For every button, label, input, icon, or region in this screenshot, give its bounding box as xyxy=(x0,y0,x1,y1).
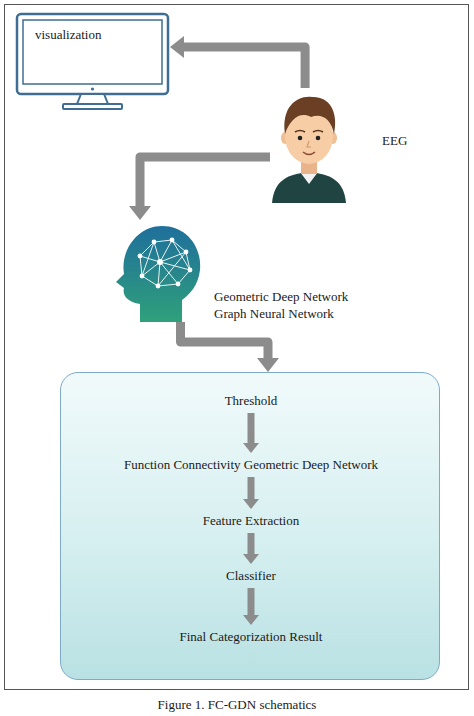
text-block: visualization xyxy=(35,26,101,43)
person-illustration xyxy=(270,88,348,203)
node-label: Final Categorization Result xyxy=(71,628,431,645)
node-label: Threshold xyxy=(71,392,431,409)
process-step: Final Categorization Result xyxy=(71,627,431,647)
brain-network-node: Geometric Deep NetworkGraph Neural Netwo… xyxy=(110,220,204,322)
arrow-head xyxy=(243,443,259,453)
arrow-head xyxy=(129,206,151,220)
process-step: Feature Extraction xyxy=(71,511,431,531)
flow-arrow xyxy=(181,322,280,372)
frame-border xyxy=(5,5,469,690)
node-label: Graph Neural Network xyxy=(214,305,348,322)
person-node: EEG xyxy=(270,88,348,203)
arrow-head xyxy=(243,554,259,564)
text-block: Function Connectivity Geometric Deep Net… xyxy=(71,456,431,473)
brain-head-icon xyxy=(110,220,204,322)
arrow-shaft xyxy=(248,413,255,444)
flow-arrow xyxy=(243,588,259,625)
text-block: EEG xyxy=(382,132,407,149)
process-step: Classifier xyxy=(71,566,431,586)
flow-arrow xyxy=(243,533,259,564)
node-label: Feature Extraction xyxy=(71,512,431,529)
figure-caption: Figure 1. FC-GDN schematics xyxy=(0,697,474,713)
text-block: Classifier xyxy=(71,567,431,584)
text-block: Feature Extraction xyxy=(71,512,431,529)
process-step: Function Connectivity Geometric Deep Net… xyxy=(71,455,431,475)
arrow-head xyxy=(170,36,184,58)
monitor-node: visualization xyxy=(15,12,170,112)
node-label: Function Connectivity Geometric Deep Net… xyxy=(71,456,431,473)
arrow-shaft xyxy=(248,533,255,555)
node-label: Geometric Deep Network xyxy=(214,288,348,305)
text-block: Final Categorization Result xyxy=(71,628,431,645)
arrow-shaft xyxy=(183,47,305,88)
node-label: Classifier xyxy=(71,567,431,584)
flow-arrow xyxy=(170,36,305,88)
flow-arrow xyxy=(243,477,259,509)
flow-arrow xyxy=(243,413,259,453)
arrow-shaft xyxy=(248,477,255,500)
process-panel: ThresholdFunction Connectivity Geometric… xyxy=(60,372,440,680)
arrow-head xyxy=(243,499,259,509)
arrow-shaft xyxy=(248,588,255,616)
text-block: Threshold xyxy=(71,392,431,409)
text-block: Geometric Deep NetworkGraph Neural Netwo… xyxy=(214,288,348,322)
process-step: Threshold xyxy=(71,391,431,411)
arrow-head xyxy=(243,615,259,625)
node-label: EEG xyxy=(382,132,407,149)
arrow-head xyxy=(257,358,279,372)
node-label: visualization xyxy=(35,26,101,43)
flow-arrow xyxy=(129,157,270,220)
arrow-shaft xyxy=(140,157,270,207)
arrow-shaft xyxy=(181,322,269,359)
